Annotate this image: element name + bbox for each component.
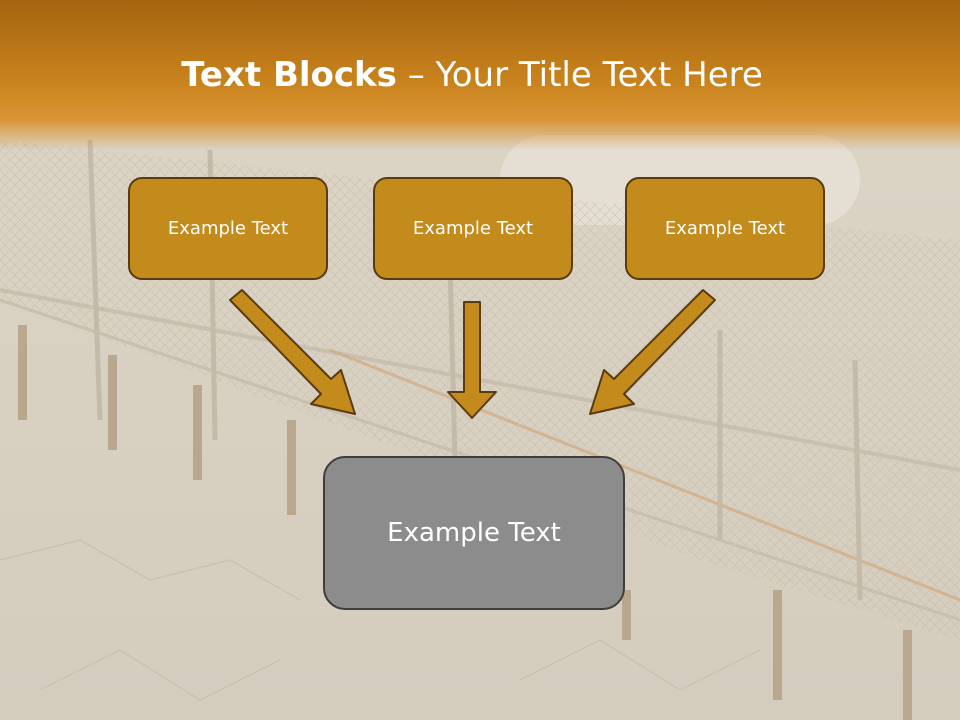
text-block-2[interactable]: Example Text	[373, 177, 573, 280]
main-text-block[interactable]: Example Text	[323, 456, 625, 610]
title-bold: Text Blocks	[181, 55, 397, 95]
main-text-block-label: Example Text	[387, 518, 561, 548]
text-block-3-label: Example Text	[664, 218, 786, 239]
text-block-2-label: Example Text	[412, 218, 534, 239]
arrow-down-right-icon[interactable]	[229, 289, 356, 415]
title-rest: – Your Title Text Here	[396, 55, 763, 95]
slide-title[interactable]: Text Blocks – Your Title Text Here	[0, 52, 944, 98]
text-block-1-label: Example Text	[167, 218, 289, 239]
text-block-3[interactable]: Example Text	[625, 177, 825, 280]
arrow-down-icon[interactable]	[447, 301, 497, 419]
arrow-down-left-icon[interactable]	[589, 289, 716, 415]
text-block-1[interactable]: Example Text	[128, 177, 328, 280]
header-band	[0, 0, 960, 150]
